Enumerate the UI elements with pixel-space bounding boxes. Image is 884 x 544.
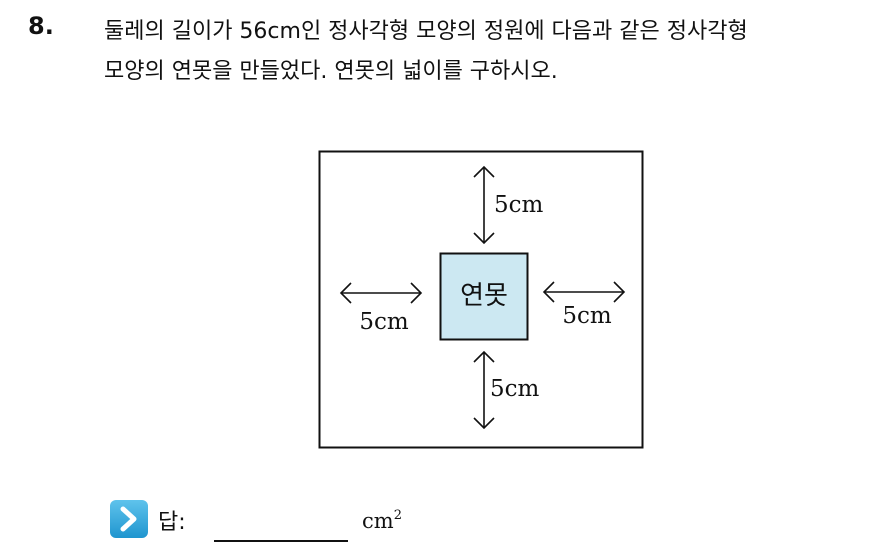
chevron-right-icon bbox=[110, 500, 148, 538]
question-number: 8. bbox=[28, 12, 54, 40]
question-text: 둘레의 길이가 56cm인 정사각형 모양의 정원에 다음과 같은 정사각형 모… bbox=[104, 12, 874, 92]
top-arrow bbox=[473, 165, 495, 245]
pond-square bbox=[439, 252, 529, 341]
bottom-distance-label: 5cm bbox=[490, 376, 540, 402]
answer-unit: cm2 bbox=[362, 508, 402, 533]
right-distance-label: 5cm bbox=[562, 303, 612, 329]
left-distance-label: 5cm bbox=[359, 309, 409, 335]
answer-label: 답: bbox=[158, 510, 186, 535]
pond-label: 연못 bbox=[460, 281, 508, 311]
top-distance-label: 5cm bbox=[494, 192, 544, 218]
bottom-arrow bbox=[473, 350, 495, 430]
garden-diagram: 연못 5cm 5cm 5cm 5cm bbox=[318, 150, 644, 449]
question-line-2: 모양의 연못을 만들었다. 연못의 넓이를 구하시오. bbox=[104, 59, 558, 84]
right-arrow bbox=[542, 281, 626, 303]
question-line-1: 둘레의 길이가 56cm인 정사각형 모양의 정원에 다음과 같은 정사각형 bbox=[104, 19, 748, 44]
unit-base: cm bbox=[362, 509, 394, 533]
left-arrow bbox=[339, 282, 423, 304]
unit-exponent: 2 bbox=[393, 508, 402, 523]
answer-blank[interactable] bbox=[214, 540, 348, 542]
garden-square bbox=[318, 150, 644, 449]
